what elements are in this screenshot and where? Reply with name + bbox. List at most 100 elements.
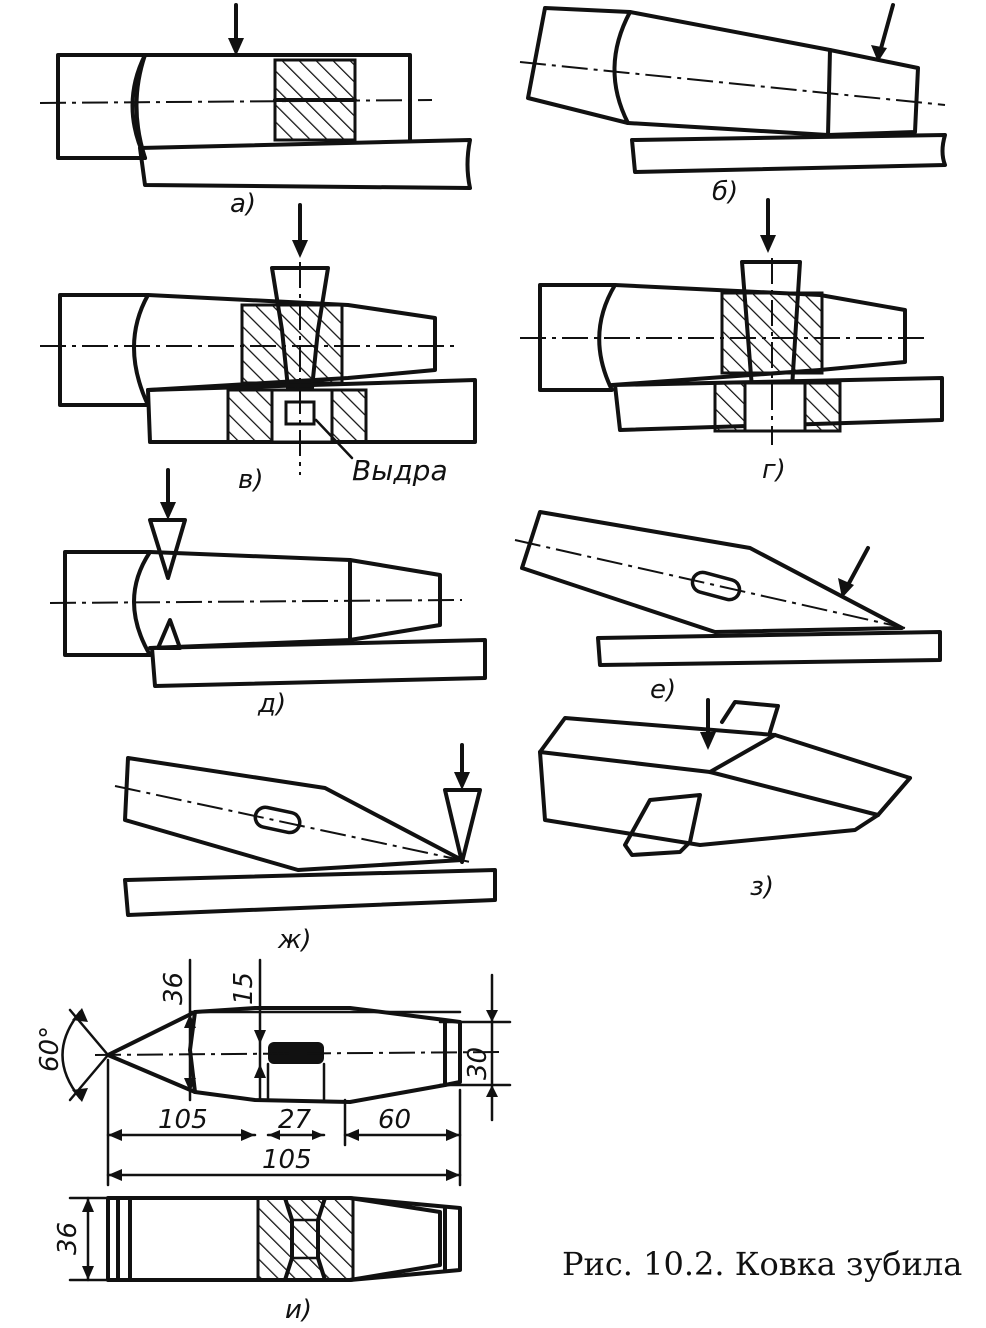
dim-105-total-arrow-a [108,1169,122,1181]
dim-105-total-arrow-b [446,1169,460,1181]
panel-d-workpiece [63,550,152,657]
dim-15-arrow-bottom [254,1064,266,1078]
panel-z-blade-edge [876,776,912,817]
figure-caption: Рис. 10.2. Ковка зубила [562,1245,962,1283]
panel-z-chisel-body [538,716,912,847]
panel-d-notching: д) [49,468,487,719]
panel-g-workpiece [538,283,617,392]
dim-30-text: 30 [463,1047,493,1080]
panel-i-side-eye [283,1196,327,1282]
dim-27-text: 27 [278,1105,312,1135]
panel-label-b: б) [712,177,738,207]
panel-e-force-arrow [846,546,870,587]
panel-g-punching-through: г) [520,198,944,485]
panel-d-lower-fuller [156,618,182,650]
panel-label-a: а) [230,189,256,219]
panel-label-e: е) [650,675,676,705]
panel-e-eye-hole [690,570,742,602]
panel-zh-finishing-blade: ж) [114,743,497,955]
dim-30-arrow-top [486,1010,498,1022]
panel-zh-arrowhead [454,772,470,790]
panel-a-centerline [39,99,433,104]
panel-zh-anvil [123,868,497,917]
panel-v-punching: Выдра в) [40,203,477,495]
panel-label-i: и) [285,1295,312,1325]
panel-d-upper-fuller [148,518,187,580]
dim-105-left-arrow-b [241,1129,255,1141]
panel-a-anvil [138,138,472,190]
dim-27-arrow-a [268,1130,280,1140]
dim-36-arrow-bottom [184,1078,196,1092]
panel-i-side-hatch [256,1196,355,1282]
panel-b-body [626,10,920,137]
dim-105-left-arrow-a [108,1129,122,1141]
panel-d-anvil [150,638,487,688]
panel-b-centerline [519,61,946,106]
panel-i-centerline [94,1051,501,1056]
panel-e-anvil [596,630,942,667]
dim-15-arrow-top [254,1030,266,1044]
panel-v-callout-leader [314,418,354,460]
panel-g-die-hole [743,381,807,433]
dim-105-total-text: 105 [262,1145,312,1175]
panel-v-hatched-section [240,303,344,385]
panel-g-anvil [613,376,944,432]
panel-z-edge [538,750,880,817]
panel-label-g: г) [762,455,786,485]
dim-36-arrow-top [184,1014,196,1028]
panel-g-arrowhead [760,235,776,253]
dim-angle-arrow-top [72,1008,88,1022]
dim-36-side-arrow-top [82,1198,94,1212]
panel-zh-workpiece [123,756,464,872]
panel-zh-set-hammer [443,788,482,864]
dim-36-text: 36 [159,972,189,1005]
dim-36-side-text: 36 [53,1222,83,1255]
panel-e-arrowhead [838,578,854,598]
panel-a-flattening: а) [39,3,472,219]
panel-a-workpiece [56,53,147,160]
panel-z-upper-handle [720,700,780,734]
panel-v-anvil [146,378,477,444]
dim-30-arrow-bottom [486,1085,498,1097]
panel-v-workpiece [58,293,150,407]
panel-v-punch [270,266,330,390]
dim-angle-arc [61,1010,82,1100]
dim-angle-arrow-bottom [72,1088,88,1102]
panel-i-dimensioned-chisel: 60° 36 15 30 105 27 60 105 36 и) [35,958,512,1325]
panel-label-z: з) [750,872,774,902]
panel-label-v: в) [238,465,263,495]
panel-e-drawing-blade: е) [514,510,942,705]
dim-27-arrow-b [312,1130,324,1140]
dim-60-arrow-a [345,1129,359,1141]
panel-b-tapering: б) [519,3,947,207]
panel-label-d: д) [257,689,286,719]
panel-a-arrowhead [228,38,244,56]
dim-105-left-text: 105 [158,1105,208,1135]
panel-b-workpiece [526,6,632,125]
dim-15-text: 15 [229,972,259,1005]
dim-60-arrow-b [446,1129,460,1141]
panel-d-centerline [49,599,463,604]
panel-zh-centerline [114,785,471,863]
panel-i-top-view [106,1006,462,1104]
panel-label-zh: ж) [277,925,312,955]
panel-d-arrowhead [160,502,176,520]
slug-callout-label: Выдра [352,454,448,487]
panel-b-arrowhead [871,45,887,62]
panel-z-arrowhead [700,732,716,750]
panel-i-side-taper [348,1196,442,1282]
panel-b-anvil [630,133,947,174]
dim-36-side-arrow-bottom [82,1266,94,1280]
panel-z-finished-chisel: з) [538,698,912,902]
panel-z-ridge [708,733,777,774]
panel-v-arrowhead [292,240,308,258]
panel-b-force-arrow [878,3,895,54]
panel-zh-eye-hole [253,805,302,835]
dim-60-text: 60 [378,1105,411,1135]
panel-e-workpiece [520,510,904,634]
panel-z-lower-handle [623,793,702,857]
dim-angle-text: 60° [35,1026,65,1072]
panel-e-centerline [514,539,906,629]
